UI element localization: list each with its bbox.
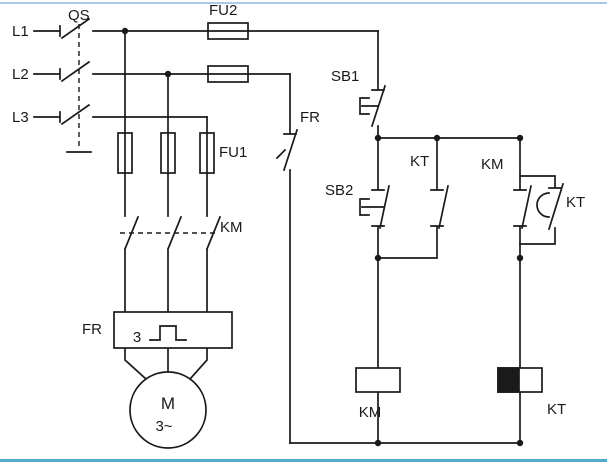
sb1-stop-button	[359, 30, 387, 139]
km-aux-contact-symbol	[513, 137, 533, 259]
fu1-label: FU1	[219, 144, 247, 161]
junction-dot	[121, 27, 129, 35]
motor-letter-label: M	[161, 394, 175, 413]
fr-heater-symbol	[149, 325, 187, 341]
qs-label: QS	[68, 7, 90, 24]
control-circuit	[275, 30, 565, 447]
qs-knife-switch	[33, 17, 379, 153]
kt-coil-symbol	[497, 257, 543, 444]
kt-nc-delayed-contact-symbol	[519, 175, 565, 245]
km-coil-box	[355, 367, 401, 393]
phase-label-l1: L1	[12, 23, 29, 40]
sb2-start-button	[359, 137, 391, 259]
km-coil-symbol	[355, 257, 401, 444]
fr-contact-label: FR	[300, 109, 320, 126]
time-delay-arc	[536, 192, 550, 218]
junction-dot	[374, 254, 382, 262]
power-circuit	[33, 17, 379, 449]
fr-nc-contact-symbol	[275, 73, 299, 444]
junction-dot	[164, 70, 172, 78]
junction-dot	[516, 134, 524, 142]
sb2-label: SB2	[325, 182, 353, 199]
km-aux-contact-label: KM	[481, 156, 504, 173]
phase-label-l3: L3	[12, 109, 29, 126]
junction-dot	[374, 439, 382, 447]
km-coil-label: KM	[359, 404, 382, 421]
junction-dot	[433, 134, 441, 142]
junction-dot	[516, 439, 524, 447]
kt-no-contact-symbol	[377, 137, 450, 259]
sb1-label: SB1	[331, 68, 359, 85]
motor-circle	[129, 371, 207, 449]
fu2-label: FU2	[209, 2, 237, 19]
fuse-fu1-group	[117, 132, 215, 174]
junction-dot	[374, 134, 382, 142]
motor-phases-label: 3~	[155, 418, 172, 435]
junction-dot	[516, 254, 524, 262]
phase-wires	[33, 17, 379, 153]
km-main-contacts-label: KM	[220, 219, 243, 236]
fr-box-label: FR	[82, 321, 102, 338]
phase-label-l2: L2	[12, 66, 29, 83]
labels: L1 L2 L3 QS FU2 FU1 KM FR 3 FR SB1 SB2 K…	[12, 2, 585, 435]
kt-no-contact-label: KT	[410, 153, 429, 170]
fuse-fu2-group	[207, 22, 249, 83]
kt-coil-fill	[497, 367, 520, 393]
fr-box-poles-label: 3	[133, 329, 141, 346]
motor-symbol	[129, 371, 207, 449]
kt-nc-delayed-contact-label: KT	[566, 194, 585, 211]
fr-overload-element	[113, 311, 233, 349]
top-border-line	[0, 2, 607, 4]
kt-coil-label: KT	[547, 401, 566, 418]
bottom-border-line	[0, 459, 607, 462]
fr-overload-box	[113, 311, 233, 349]
